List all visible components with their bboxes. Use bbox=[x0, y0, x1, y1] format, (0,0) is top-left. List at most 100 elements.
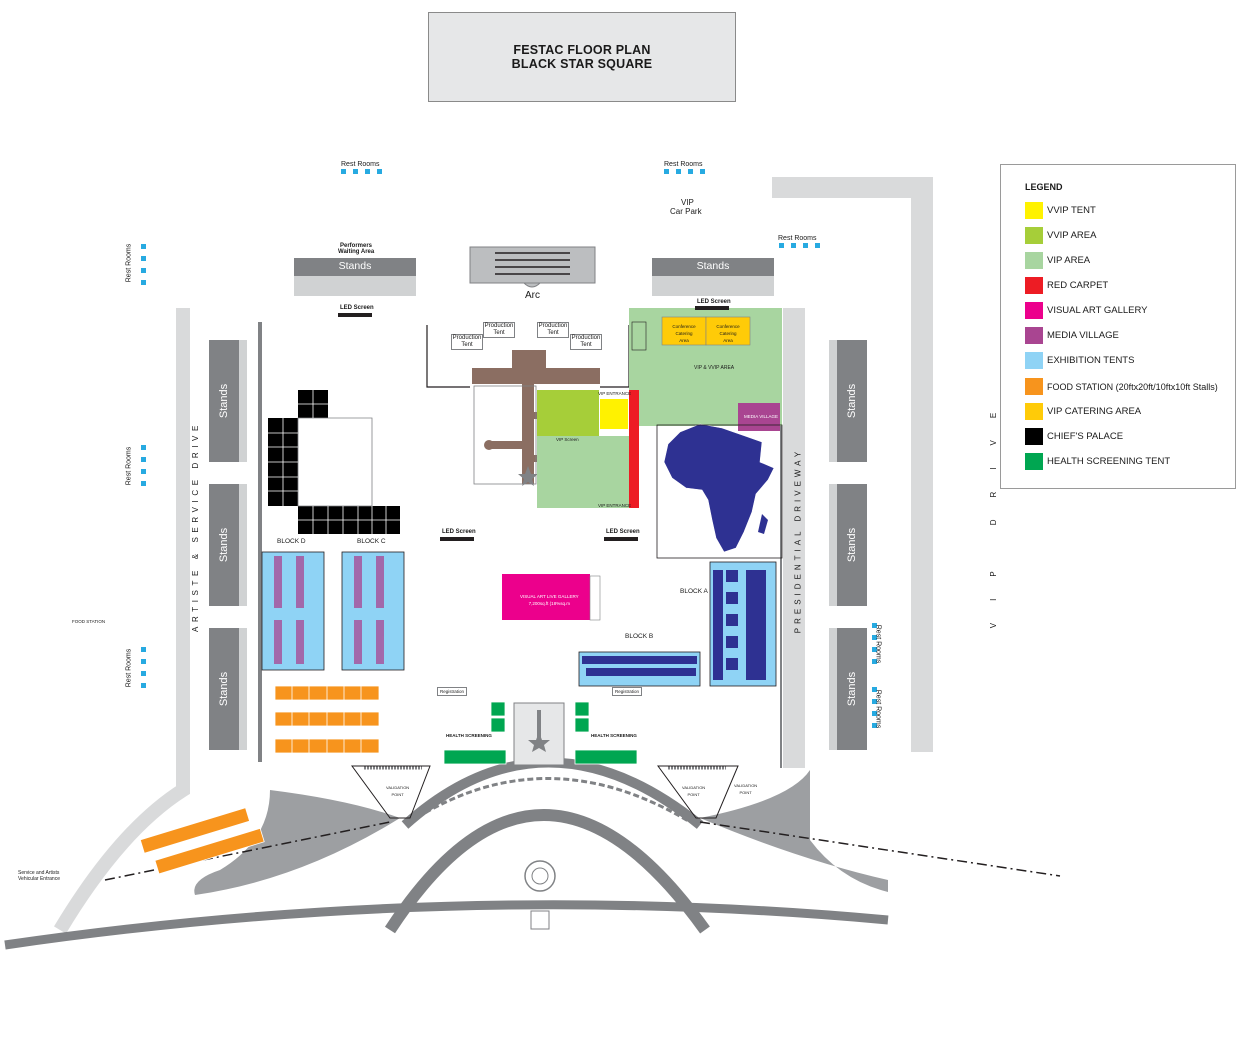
performers-line-1: Performers bbox=[340, 243, 373, 249]
validation-point-3: VALIDATION POINT bbox=[734, 782, 757, 796]
conf-2-l3: Area bbox=[723, 338, 733, 343]
legend-item-vip-area: VIP AREA bbox=[1025, 252, 1090, 269]
rest-rooms-label-right-1: Rest Rooms bbox=[874, 624, 882, 664]
presidential-driveway-label: PRESIDENTIAL DRIVEWAY bbox=[793, 447, 803, 634]
production-tent-3-line1: Production bbox=[538, 323, 568, 329]
block-a-label: BLOCK A bbox=[680, 588, 708, 595]
africa-map bbox=[663, 423, 775, 553]
conf-2-l2: Catering bbox=[719, 331, 737, 336]
health-screening-label-left: HEALTH SCREENING bbox=[446, 733, 492, 738]
rest-rooms-label-right-2: Rest Rooms bbox=[874, 689, 882, 729]
conf-1-l2: Catering bbox=[675, 331, 693, 336]
legend-label-chiefs-palace: CHIEF'S PALACE bbox=[1047, 431, 1124, 442]
service-entrance-line-2: Vehicular Entrance bbox=[18, 876, 60, 882]
production-tent-2-line2: Tent bbox=[493, 330, 505, 336]
legend-swatch-vvip-area bbox=[1025, 227, 1043, 244]
led-screen-label-4: LED Screen bbox=[606, 529, 640, 535]
legend-item-health-screening: HEALTH SCREENING TENT bbox=[1025, 453, 1170, 470]
stands-left-3-label: Stands bbox=[218, 671, 230, 707]
legend-swatch-vip-area bbox=[1025, 252, 1043, 269]
production-tent-1-line2: Tent bbox=[461, 342, 473, 348]
stands-top-right-label: Stands bbox=[696, 260, 730, 272]
legend-item-vvip-area: VVIP AREA bbox=[1025, 227, 1096, 244]
led-screen-3 bbox=[440, 537, 474, 541]
led-screen-label-3: LED Screen bbox=[442, 529, 476, 535]
legend-swatch-chiefs-palace bbox=[1025, 428, 1043, 445]
arc-label: Arc bbox=[525, 290, 540, 301]
legend-item-vvip-tent: VVIP TENT bbox=[1025, 202, 1096, 219]
production-tent-3-line2: Tent bbox=[547, 330, 559, 336]
legend-label-vip-catering: VIP CATERING AREA bbox=[1047, 406, 1142, 417]
registration-right: Registration bbox=[612, 687, 643, 696]
led-screen-4 bbox=[604, 537, 638, 541]
visual-art-line-1: VISUAL ART LIVE GALLERY bbox=[520, 594, 579, 599]
block-c-label: BLOCK C bbox=[357, 538, 386, 545]
legend-label-red-carpet: RED CARPET bbox=[1047, 280, 1109, 291]
artiste-service-road bbox=[53, 308, 190, 934]
service-entrance-line-1: Service and Artists bbox=[18, 870, 60, 876]
legend-swatch-vvip-tent bbox=[1025, 202, 1043, 219]
block-b-label: BLOCK B bbox=[625, 633, 654, 640]
legend-label-visual-art: VISUAL ART GALLERY bbox=[1047, 305, 1148, 316]
vip-entrance-label-top: VIP ENTRANCE bbox=[598, 391, 632, 396]
health-screening-label-right: HEALTH SCREENING bbox=[591, 733, 637, 738]
stands-right-1-label: Stands bbox=[846, 383, 858, 419]
legend: LEGEND VVIP TENT VVIP AREA VIP AREA RED … bbox=[1000, 164, 1236, 489]
vip-drive-label: VIP DRIVE bbox=[989, 390, 999, 629]
legend-label-media-village: MEDIA VILLAGE bbox=[1047, 330, 1119, 341]
stands-left-2-label: Stands bbox=[218, 527, 230, 563]
stands-top-left: Stands bbox=[294, 258, 416, 296]
vp3-l2: POINT bbox=[739, 790, 752, 795]
production-tent-4-line1: Production bbox=[571, 335, 601, 341]
legend-swatch-exhibition bbox=[1025, 352, 1043, 369]
conf-2-l1: Conference bbox=[716, 324, 740, 329]
vp1-l2: POINT bbox=[391, 792, 404, 797]
registration-left: Registration bbox=[437, 687, 468, 696]
legend-item-chiefs-palace: CHIEF'S PALACE bbox=[1025, 428, 1123, 445]
rest-rooms-label-left-3: Rest Rooms bbox=[125, 648, 133, 688]
legend-item-food-station: FOOD STATION (20ftx20ft/10ftx10ft Stalls… bbox=[1025, 378, 1218, 395]
led-screen-1 bbox=[338, 313, 372, 317]
legend-item-exhibition: EXHIBITION TENTS bbox=[1025, 352, 1134, 369]
legend-swatch-visual-art bbox=[1025, 302, 1043, 319]
stands-right-2-label: Stands bbox=[846, 527, 858, 563]
artiste-service-drive-label: ARTISTE & SERVICE DRIVE bbox=[190, 421, 200, 632]
stands-top-left-label: Stands bbox=[338, 260, 372, 272]
legend-label-vvip-tent: VVIP TENT bbox=[1047, 205, 1096, 216]
validation-point-1: VALIDATION POINT bbox=[386, 784, 409, 798]
production-tent-2-line1: Production bbox=[484, 323, 514, 329]
legend-label-health-screening: HEALTH SCREENING TENT bbox=[1047, 456, 1171, 467]
stands-left-1-label: Stands bbox=[218, 383, 230, 419]
title-box: FESTAC FLOOR PLAN BLACK STAR SQUARE bbox=[428, 12, 736, 102]
vp2-l1: VALIDATION bbox=[682, 785, 706, 790]
stands-left-3: Stands bbox=[209, 628, 247, 750]
rest-rooms-label-top-left: Rest Rooms bbox=[341, 161, 380, 168]
vip-car-park-line-2: Car Park bbox=[670, 207, 702, 216]
legend-item-vip-catering: VIP CATERING AREA bbox=[1025, 403, 1141, 420]
vp1-l1: VALIDATION bbox=[386, 785, 410, 790]
legend-swatch-red-carpet bbox=[1025, 277, 1043, 294]
legend-label-vip-area: VIP AREA bbox=[1047, 255, 1091, 266]
legend-label-exhibition: EXHIBITION TENTS bbox=[1047, 355, 1135, 366]
stands-left-1: Stands bbox=[209, 340, 247, 462]
left-wedge bbox=[194, 790, 400, 895]
block-d-label: BLOCK D bbox=[277, 538, 306, 545]
rest-rooms-label-left-1: Rest Rooms bbox=[125, 243, 133, 283]
vp2-l2: POINT bbox=[687, 792, 700, 797]
visual-art-line-2: 7,200sq.ft (18%sq.m bbox=[528, 601, 570, 606]
performers-line-2: Waiting Area bbox=[338, 249, 375, 255]
media-village-label: MEDIA VILLAGE bbox=[744, 414, 779, 419]
rest-rooms-label-left-2: Rest Rooms bbox=[125, 446, 133, 486]
vp3-l1: VALIDATION bbox=[734, 783, 758, 788]
legend-item-media-village: MEDIA VILLAGE bbox=[1025, 327, 1119, 344]
stands-right-2: Stands bbox=[829, 484, 867, 606]
legend-label-vvip-area: VVIP AREA bbox=[1047, 230, 1097, 241]
legend-swatch-health-screening bbox=[1025, 453, 1043, 470]
validation-point-2: VALIDATION POINT bbox=[682, 784, 705, 798]
vip-drive-road bbox=[772, 177, 933, 752]
